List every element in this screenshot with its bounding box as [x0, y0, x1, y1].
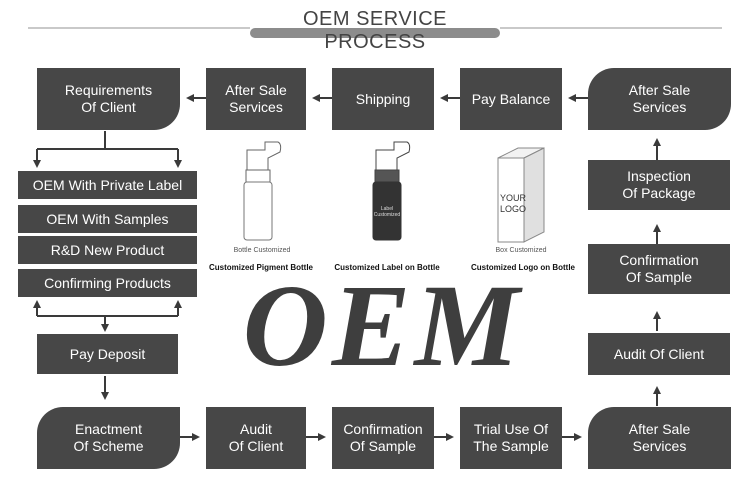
oem-big-text: OEM	[242, 260, 524, 391]
shipping: Shipping	[332, 68, 434, 130]
audit-of-client-bottom: Audit Of Client	[206, 407, 306, 469]
label-customized-text: Label Customized	[373, 206, 401, 218]
confirming-products: Confirming Products	[18, 269, 197, 297]
bottle-customized-caption: Bottle Customized	[233, 247, 291, 254]
oem-private-label: OEM With Private Label	[18, 171, 197, 199]
pigment-bottle-icon	[243, 141, 282, 241]
product-name-label: Customized Label on Bottle	[334, 263, 440, 272]
after-sale-services-top-left: After Sale Services	[206, 68, 306, 130]
after-sale-services-bottom: After Sale Services	[588, 407, 731, 469]
after-sale-services-top-right: After Sale Services	[588, 68, 731, 130]
requirements-of-client: Requirements Of Client	[37, 68, 180, 130]
rnd-new-product: R&D New Product	[18, 236, 197, 264]
your-logo-text: YOUR LOGO	[499, 193, 526, 214]
label-bottle-icon	[372, 141, 411, 241]
page-title: OEM SERVICE PROCESS	[302, 8, 448, 53]
confirmation-of-sample-right: Confirmation Of Sample	[588, 244, 730, 294]
box-customized-caption: Box Customized	[495, 247, 547, 254]
title-line-left	[28, 27, 250, 29]
title-line-right	[500, 27, 722, 29]
pay-deposit: Pay Deposit	[37, 334, 178, 374]
confirmation-of-sample-bottom: Confirmation Of Sample	[332, 407, 434, 469]
audit-of-client-right: Audit Of Client	[588, 333, 730, 375]
title-underline	[250, 28, 500, 38]
inspection-of-package: Inspection Of Package	[588, 160, 730, 210]
trial-use-of-sample: Trial Use Of The Sample	[460, 407, 562, 469]
oem-with-samples: OEM With Samples	[18, 205, 197, 233]
product-name-logo: Customized Logo on Bottle	[471, 263, 575, 272]
enactment-of-scheme: Enactment Of Scheme	[37, 407, 180, 469]
pay-balance: Pay Balance	[460, 68, 562, 130]
product-box-icon	[497, 147, 545, 243]
product-name-pigment: Customized Pigment Bottle	[208, 263, 313, 272]
